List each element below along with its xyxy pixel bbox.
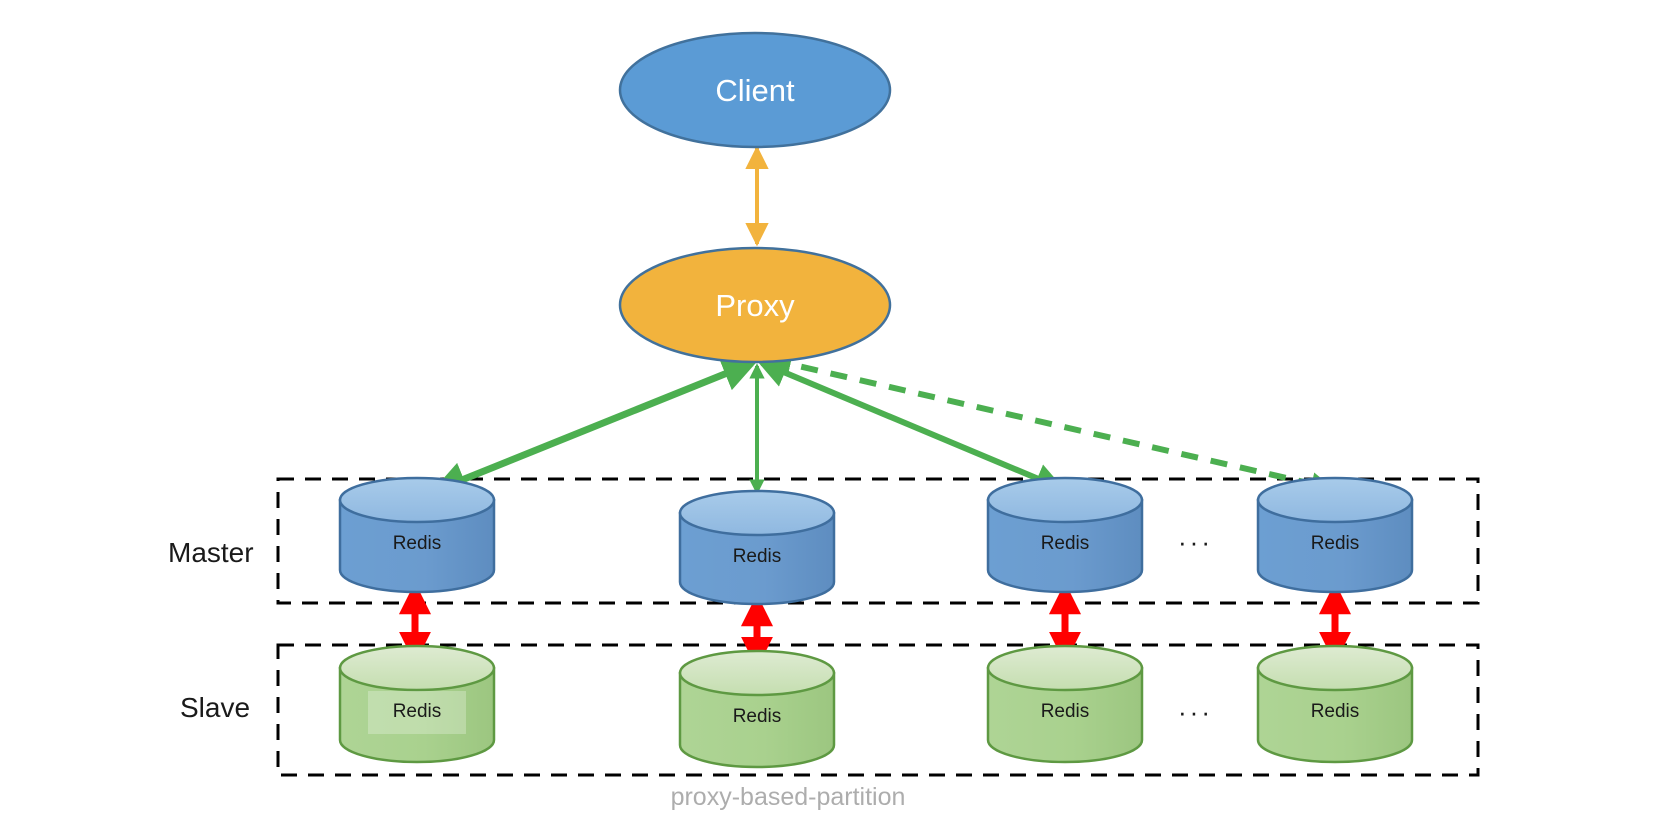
cylinder-top <box>678 649 836 697</box>
cylinder-body <box>986 498 1144 594</box>
cylinder-body <box>678 671 836 769</box>
cylinder-top <box>1256 476 1414 524</box>
edge-proxy-master-1 <box>431 357 758 496</box>
node-master-redis-3[interactable] <box>986 476 1144 594</box>
group-box-slave <box>276 643 1480 777</box>
cylinder-top <box>1256 644 1414 692</box>
cylinder-body <box>1256 498 1414 594</box>
group-label-slave: Slave <box>180 692 251 723</box>
cylinder-top <box>986 476 1144 524</box>
cylinder-top <box>338 644 496 692</box>
node-slave-redis-4[interactable] <box>1256 644 1414 764</box>
master-row-ellipsis: ··· <box>1178 527 1213 557</box>
cylinder-top <box>678 489 836 537</box>
slave-1-text-highlight <box>368 691 466 734</box>
node-proxy[interactable] <box>618 246 892 364</box>
edge-proxy-master-3 <box>756 358 1066 493</box>
cylinder-top <box>986 644 1144 692</box>
node-client[interactable] <box>618 31 892 149</box>
cylinder-top <box>338 476 496 524</box>
node-master-redis-1[interactable] <box>338 476 496 594</box>
edge-proxy-master-4 <box>767 352 1335 496</box>
group-label-master: Master <box>168 537 254 568</box>
slave-row-ellipsis: ··· <box>1178 697 1213 727</box>
cylinder-body <box>338 666 496 764</box>
cylinder-body <box>1256 666 1414 764</box>
cylinder-body <box>986 666 1144 764</box>
diagram-caption: proxy-based-partition <box>670 783 906 811</box>
cylinder-body <box>678 511 836 606</box>
node-slave-redis-3[interactable] <box>986 644 1144 764</box>
node-master-redis-2[interactable] <box>678 489 836 606</box>
node-slave-redis-2[interactable] <box>678 649 836 769</box>
node-master-redis-4[interactable] <box>1256 476 1414 594</box>
node-slave-redis-1[interactable] <box>338 644 496 764</box>
cylinder-body <box>338 498 496 594</box>
